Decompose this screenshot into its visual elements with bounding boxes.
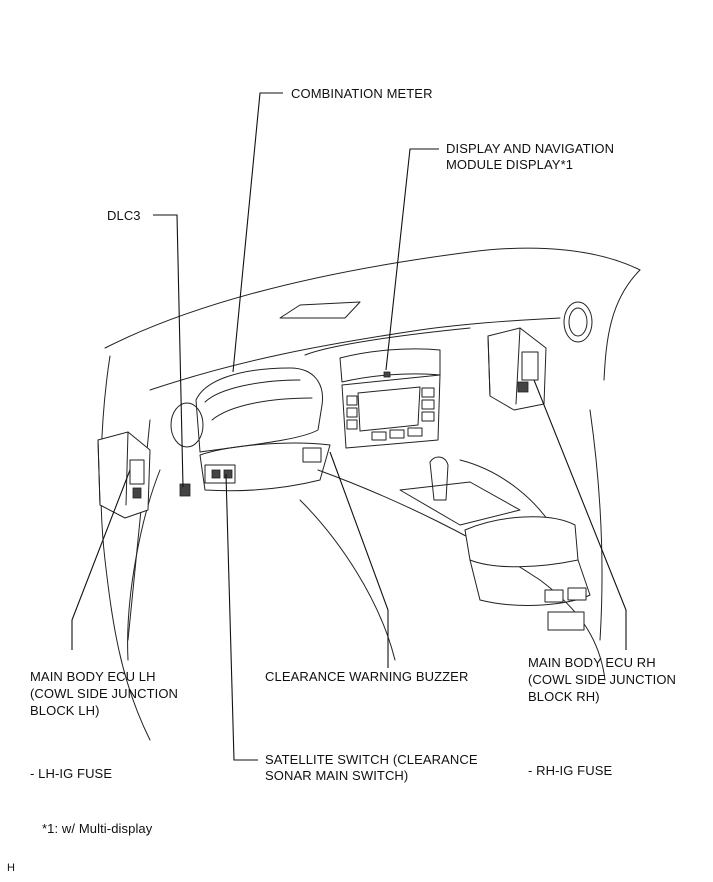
label-ecu-rh-line3: BLOCK RH) [528,689,600,704]
center-console-illustration [399,456,591,631]
label-ecu-rh-line2: (COWL SIDE JUNCTION [528,672,677,687]
display-navigation-illustration [339,348,441,449]
leader-lines [71,92,627,761]
label-ecu-lh-line2: (COWL SIDE JUNCTION [30,686,179,701]
main-body-ecu-rh-illustration [487,327,547,411]
leader-ecu-rh [533,379,627,650]
label-satellite-switch-line1: SATELLITE SWITCH (CLEARANCE [265,752,478,767]
label-display-navigation-line2: MODULE DISPLAY*1 [446,157,574,172]
label-dlc3: DLC3 [107,208,141,223]
leader-combination-meter [232,92,283,373]
corner-mark: H [7,862,16,874]
combination-meter-illustration [170,367,324,453]
leader-ecu-lh [71,469,131,650]
label-ecu-rh-line1: MAIN BODY ECU RH [528,655,656,670]
label-ecu-lh-line1: MAIN BODY ECU LH [30,669,156,684]
label-satellite-switch-line2: SONAR MAIN SWITCH) [265,768,409,783]
label-ecu-lh-line3: BLOCK LH) [30,703,100,718]
label-clearance-warning-buzzer: CLEARANCE WARNING BUZZER [265,669,469,684]
label-lh-ig-fuse: - LH-IG FUSE [30,766,113,781]
leader-satellite-switch [225,473,258,761]
dashboard-outline [100,247,641,741]
leader-display-navigation [385,148,439,371]
main-body-ecu-lh-illustration [97,431,151,519]
right-air-vent [563,301,593,343]
label-display-navigation-line1: DISPLAY AND NAVIGATION [446,141,615,156]
label-rh-ig-fuse: - RH-IG FUSE [528,763,613,778]
leader-dlc3 [153,214,184,488]
label-combination-meter: COMBINATION METER [291,86,433,101]
steering-switch-area [179,442,331,497]
footnote: *1: w/ Multi-display [42,821,153,836]
leader-buzzer [329,451,389,668]
